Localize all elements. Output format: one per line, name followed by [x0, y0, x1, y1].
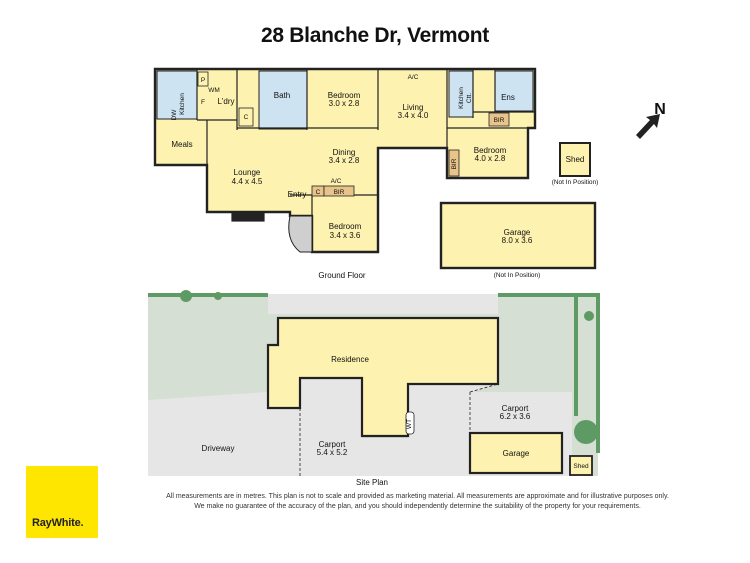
brand-name: RayWhite. [32, 517, 84, 529]
site-label-carport2: Carport [502, 404, 529, 413]
room-dim-bedroom2: 4.0 x 2.8 [475, 154, 506, 163]
room-label-bedroom2: Bedroom [474, 146, 507, 155]
room-label-ac2: A/C [331, 178, 342, 185]
room-label-ens: Ens [501, 93, 515, 102]
room-label-dw: DW [171, 109, 178, 121]
room-label-bir3: BIR [334, 189, 345, 196]
room-label-garage: Garage [504, 228, 531, 237]
room-label-lounge: Lounge [234, 168, 261, 177]
room-label-wm: WM [208, 87, 220, 94]
site-label-shed: Shed [573, 463, 589, 470]
site-plan-caption: Site Plan [356, 478, 388, 487]
disclaimer-line-1: All measurements are in metres. This pla… [166, 493, 669, 500]
room-label-bath: Bath [274, 91, 290, 100]
site-label-wt: WT [406, 419, 413, 429]
room-label-ac1: A/C [408, 74, 419, 81]
room-label-kitchenette2: Ctt. [466, 93, 473, 103]
room-label-shed: Shed [566, 155, 585, 164]
site-label-carport1: Carport [319, 440, 346, 449]
room-label-entry: Entry [288, 190, 307, 199]
site-plan-labels: Residence Driveway Carport 5.4 x 5.2 Car… [202, 355, 589, 487]
room-dim-living: 3.4 x 4.0 [398, 111, 429, 120]
north-label: N [654, 101, 666, 118]
room-label-p: P [201, 77, 205, 84]
room-dim-dining: 3.4 x 2.8 [329, 156, 360, 165]
raywhite-logo: RayWhite. [26, 466, 98, 538]
room-label-bir2: BIR [451, 158, 458, 169]
room-label-c1: C [244, 114, 249, 121]
disclaimer: All measurements are in metres. This pla… [145, 492, 690, 512]
room-note-shed: (Not In Position) [552, 179, 599, 186]
site-dim-carport1: 5.4 x 5.2 [317, 448, 348, 457]
disclaimer-line-2: We make no guarantee of the accuracy of … [194, 503, 641, 510]
room-dim-lounge: 4.4 x 4.5 [232, 177, 263, 186]
room-dim-garage: 8.0 x 3.6 [502, 236, 533, 245]
ground-floor-caption: Ground Floor [318, 271, 365, 280]
room-label-c2: C [316, 189, 321, 196]
site-label-garage: Garage [503, 449, 530, 458]
site-plan [148, 290, 600, 476]
site-label-driveway: Driveway [202, 444, 235, 453]
ground-floor-labels: Kitchen DW P WM F L'dry C Bath Bedroom 3… [171, 74, 598, 280]
room-label-meals: Meals [171, 140, 192, 149]
room-label-kitchen: Kitchen [179, 93, 186, 115]
room-label-bedroom1: Bedroom [328, 91, 361, 100]
site-dim-carport2: 6.2 x 3.6 [500, 412, 531, 421]
room-dim-bedroom1: 3.0 x 2.8 [329, 99, 360, 108]
room-label-living: Living [403, 103, 424, 112]
site-label-residence: Residence [331, 355, 369, 364]
room-note-garage: (Not In Position) [494, 272, 541, 279]
page-title: 28 Blanche Dr, Vermont [261, 24, 489, 47]
room-label-f: F [201, 99, 205, 106]
ground-floor-plan [153, 67, 597, 270]
north-arrow-icon: N [636, 101, 666, 139]
room-label-dining: Dining [333, 148, 356, 157]
room-label-laundry: L'dry [217, 97, 234, 106]
room-label-bir1: BIR [494, 117, 505, 124]
room-dim-bedroom3: 3.4 x 3.6 [330, 231, 361, 240]
room-label-bedroom3: Bedroom [329, 222, 362, 231]
room-label-kitchenette: Kitchen [458, 87, 465, 109]
